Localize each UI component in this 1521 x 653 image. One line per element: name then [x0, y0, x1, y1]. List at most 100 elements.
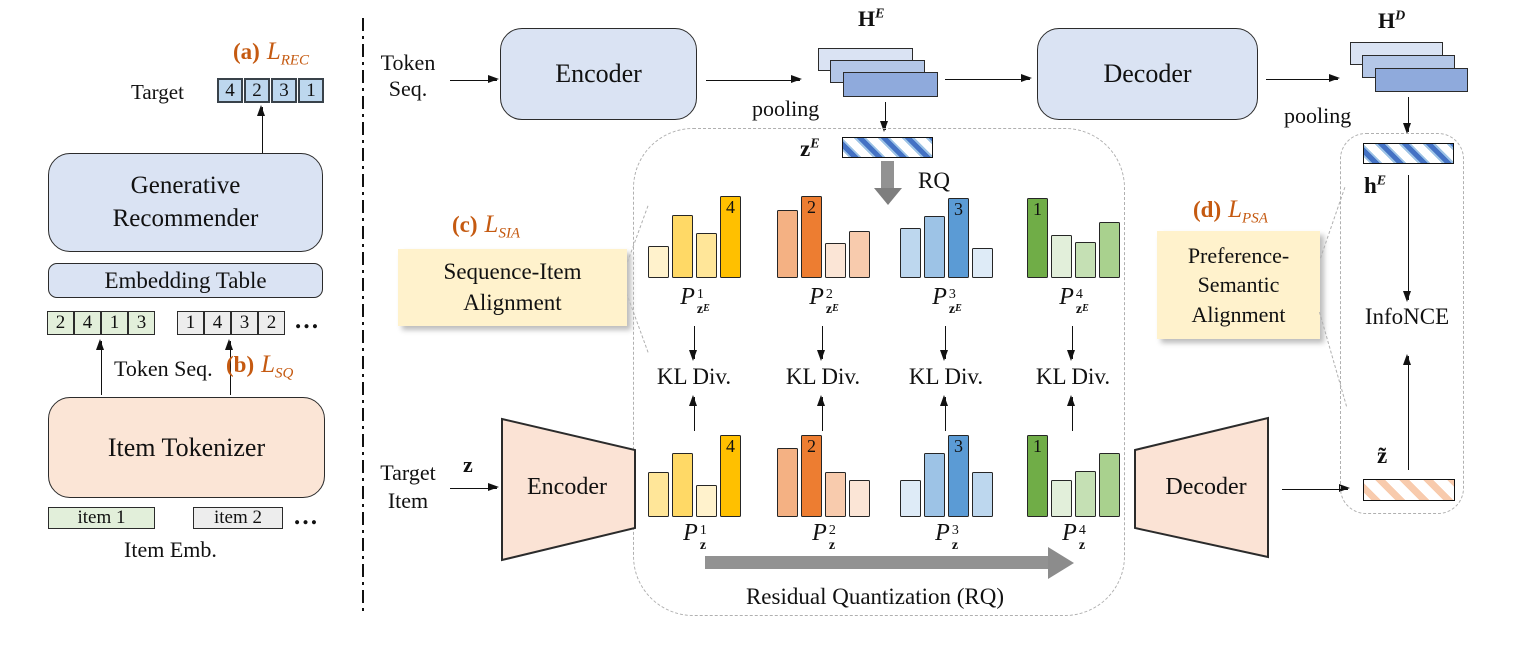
arrow-ztilde-to-infonce: [1403, 354, 1412, 470]
z-input-label: z: [463, 452, 473, 477]
dist-bar: 2: [801, 196, 822, 278]
target-token: 3: [271, 78, 297, 103]
token-value: 1: [109, 312, 120, 333]
arrow-item-to-encoder: [450, 483, 499, 492]
rq-gray-arrow-head: [874, 188, 902, 205]
token-seq-line2: Seq.: [388, 76, 428, 102]
kl-div-label: KL Div.: [908, 364, 984, 389]
arrow-encoder-to-he: [706, 75, 802, 84]
dist-bar: 4: [720, 196, 741, 278]
residual-quantization-arrow-shaft: [705, 556, 1050, 569]
target-item-line2: Item: [387, 487, 429, 513]
residual-quantization-arrow-head: [1048, 547, 1074, 579]
sequence-item-alignment-box: Sequence-Item Alignment: [398, 249, 627, 326]
distribution-top-1: 4: [648, 196, 741, 278]
h-encoder-label: HE: [858, 6, 885, 31]
token-seq-input-label: Token Seq.: [370, 50, 446, 103]
arrow-recommender-to-target: [257, 105, 266, 153]
psa-line3: Alignment: [1191, 301, 1286, 327]
generative-recommender-line1: Generative: [130, 172, 241, 199]
target-item-label: Target Item: [368, 459, 448, 514]
codeword-token: 1: [1033, 199, 1042, 219]
item2-box: item 2: [193, 507, 283, 529]
token-seq-line1: Token: [380, 50, 436, 75]
dist-bar: [696, 233, 717, 278]
dist-bar: [672, 215, 693, 278]
token-value: 3: [239, 312, 250, 333]
he-stack-layer: [843, 72, 938, 97]
dist-bar: [648, 246, 669, 278]
seq-token-gray: 4: [204, 311, 231, 335]
bottom-decoder-label: Decoder: [1165, 474, 1247, 500]
item1-box: item 1: [48, 507, 155, 529]
token-value: 4: [212, 312, 223, 333]
dist-bar: 3: [948, 198, 969, 278]
dist-bar: [924, 453, 945, 517]
decoder-box: Decoder: [1037, 28, 1258, 120]
arrow-dist-to-kl: [1067, 326, 1076, 361]
loss-label-sia: (c)LSIA: [452, 211, 521, 242]
target-token: 1: [298, 78, 324, 103]
dist-bar: [1075, 242, 1096, 278]
distribution-top-3: 3: [900, 198, 993, 278]
seq-token-green: 1: [101, 311, 128, 335]
distribution-top-2: 2: [777, 196, 870, 278]
encoder-box: Encoder: [500, 28, 697, 120]
kl-div-label: KL Div.: [1035, 364, 1111, 389]
sia-line1: Sequence-Item: [443, 259, 582, 285]
codeword-token: 4: [726, 197, 735, 217]
embedding-table-label: Embedding Table: [104, 267, 267, 293]
rq-arrow-label: RQ: [918, 168, 950, 193]
ztilde-vector: [1363, 479, 1455, 501]
seq-token-green: 3: [128, 311, 155, 335]
he-pooled-vector: [1363, 143, 1454, 164]
seq-token-gray: 1: [177, 311, 204, 335]
token-value: 2: [252, 79, 262, 101]
seq-token-green: 4: [74, 311, 101, 335]
decoder-trapezoid: [1134, 416, 1269, 559]
token-value: 2: [55, 312, 66, 333]
arrow-he-to-infonce: [1403, 175, 1412, 302]
distribution-bottom-1: 4: [648, 435, 741, 517]
seq-token-gray: 3: [231, 311, 258, 335]
codeword-token: 1: [1033, 436, 1042, 456]
arrow-he-to-ze: [880, 102, 889, 132]
pooling-label-right: pooling: [1284, 103, 1352, 128]
target-label: Target: [131, 80, 184, 104]
dist-bar: 3: [948, 435, 969, 517]
arrow-dist-to-kl-up: [1067, 395, 1076, 431]
dist-bar: [672, 453, 693, 517]
sia-line2: Alignment: [463, 289, 562, 315]
token-seq-label: Token Seq.: [114, 356, 213, 381]
arrow-decoder-to-ztilde: [1282, 484, 1350, 493]
arrow-hd-to-he-vec: [1403, 97, 1412, 134]
token-value: 3: [136, 312, 147, 333]
item-emb-label: Item Emb.: [124, 537, 217, 562]
dist-bar: [1075, 471, 1096, 517]
dist-bar: 4: [720, 435, 741, 517]
arrow-decoder-to-hd: [1266, 74, 1340, 83]
dist-bar: [1099, 222, 1120, 278]
dist-bar: 2: [801, 435, 822, 517]
dist-bar: [1099, 453, 1120, 517]
z-encoder-label: zE: [800, 136, 820, 161]
decoder-label: Decoder: [1103, 59, 1192, 89]
pooling-label-left: pooling: [752, 96, 820, 121]
z-tilde-label: z̃: [1377, 443, 1388, 468]
item1-label: item 1: [77, 507, 126, 528]
item-tokenizer-box: Item Tokenizer: [48, 397, 325, 498]
arrow-dist-to-kl: [940, 326, 949, 361]
target-token: 2: [244, 78, 270, 103]
residual-quantization-label: Residual Quantization (RQ): [745, 584, 1005, 609]
ellipsis: …: [293, 503, 319, 530]
dist-bar: [972, 472, 993, 517]
dist-bar: 1: [1027, 435, 1048, 517]
generative-recommender-box: Generative Recommender: [48, 153, 323, 252]
generative-recommender-line2: Recommender: [112, 204, 259, 232]
